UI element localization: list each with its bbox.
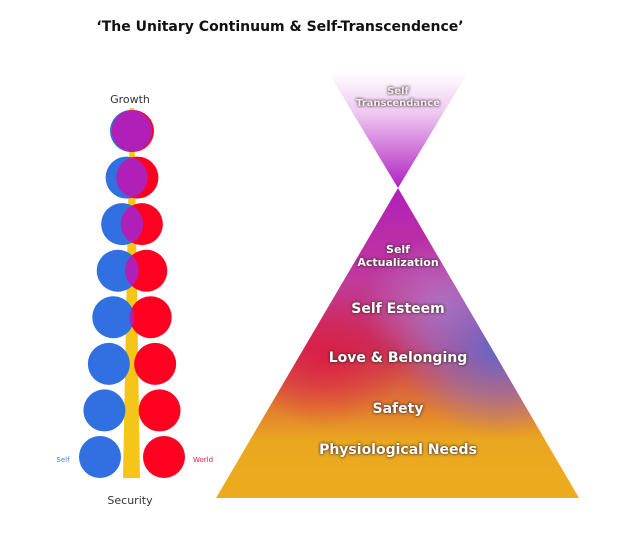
world-circle [143, 436, 185, 478]
continuum-axis [123, 108, 140, 478]
level-safety: Safety [372, 401, 424, 417]
world-circle [138, 389, 181, 432]
overlap-lens [125, 249, 139, 292]
level-self-esteem: Self Esteem [351, 301, 445, 317]
world-circle [134, 342, 177, 385]
overlap-lens [120, 203, 144, 246]
self-world-circles [79, 110, 185, 478]
level-self-transcendance: Self Transcendance [348, 86, 448, 109]
level-self-actualization-line2: Actualization [357, 255, 439, 269]
overlap-lens [116, 156, 148, 199]
self-circle [92, 296, 135, 339]
level-self-transcendance-line1: Self [387, 86, 409, 97]
level-physiological-needs: Physiological Needs [319, 442, 477, 458]
level-self-actualization: Self Actualization [338, 243, 458, 269]
level-self-transcendance-line2: Transcendance [355, 97, 441, 109]
security-label: Security [107, 494, 153, 507]
overlap-lens [112, 110, 152, 152]
self-label: Self [56, 456, 70, 464]
self-circle [83, 389, 126, 432]
world-label: World [192, 456, 214, 464]
level-love-belonging: Love & Belonging [328, 350, 468, 366]
self-circle [79, 436, 121, 478]
world-circle [129, 296, 172, 339]
diagram-title: ‘The Unitary Continuum & Self-Transcende… [96, 19, 464, 35]
self-transcendence-triangle [328, 72, 468, 188]
self-circle [87, 342, 130, 385]
level-self-actualization-line1: Self [386, 243, 410, 256]
growth-label: Growth [110, 93, 150, 106]
